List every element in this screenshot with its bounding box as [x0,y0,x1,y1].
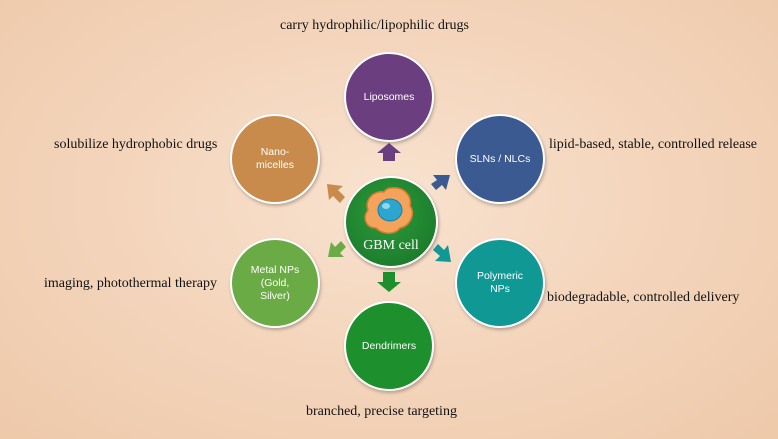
node-label-polymeric-nps: Polymeric NPs [476,270,524,295]
arrow-dendrimers [377,272,401,292]
node-label-metal-nps: Metal NPs (Gold, Silver) [250,263,300,302]
node-metal-nps: Metal NPs (Gold, Silver) [230,238,320,328]
node-label-dendrimers: Dendrimers [361,339,417,352]
annotation-liposomes: carry hydrophilic/lipophilic drugs [280,18,469,33]
node-label-slns-nlcs: SLNs / NLCs [469,152,531,165]
annotation-nano-micelles: solubilize hydrophobic drugs [54,137,218,152]
arrow-metal-nps [328,241,346,257]
arrow-liposomes [377,143,401,161]
node-dendrimers: Dendrimers [344,301,434,391]
cell-icon [364,187,414,234]
center-gbm-cell: GBM cell [344,176,438,268]
annotation-metal-nps: imaging, photothermal therapy [44,276,218,291]
annotation-dendrimers: branched, precise targeting [306,404,457,419]
center-label: GBM cell [363,238,419,253]
node-liposomes: Liposomes [344,52,434,142]
annotation-polymeric-nps: biodegradable, controlled delivery [547,290,740,305]
annotation-slns-nlcs: lipid-based, stable, controlled release [549,137,757,152]
node-nano-micelles: Nano- micelles [230,114,320,204]
arrow-nano-micelles [327,184,345,203]
node-label-nano-micelles: Nano- micelles [256,146,294,171]
arrow-slns-nlcs [431,175,450,190]
node-polymeric-nps: Polymeric NPs [455,238,545,328]
node-label-liposomes: Liposomes [363,90,415,103]
arrow-polymeric-nps [433,244,451,262]
node-slns-nlcs: SLNs / NLCs [455,114,545,204]
